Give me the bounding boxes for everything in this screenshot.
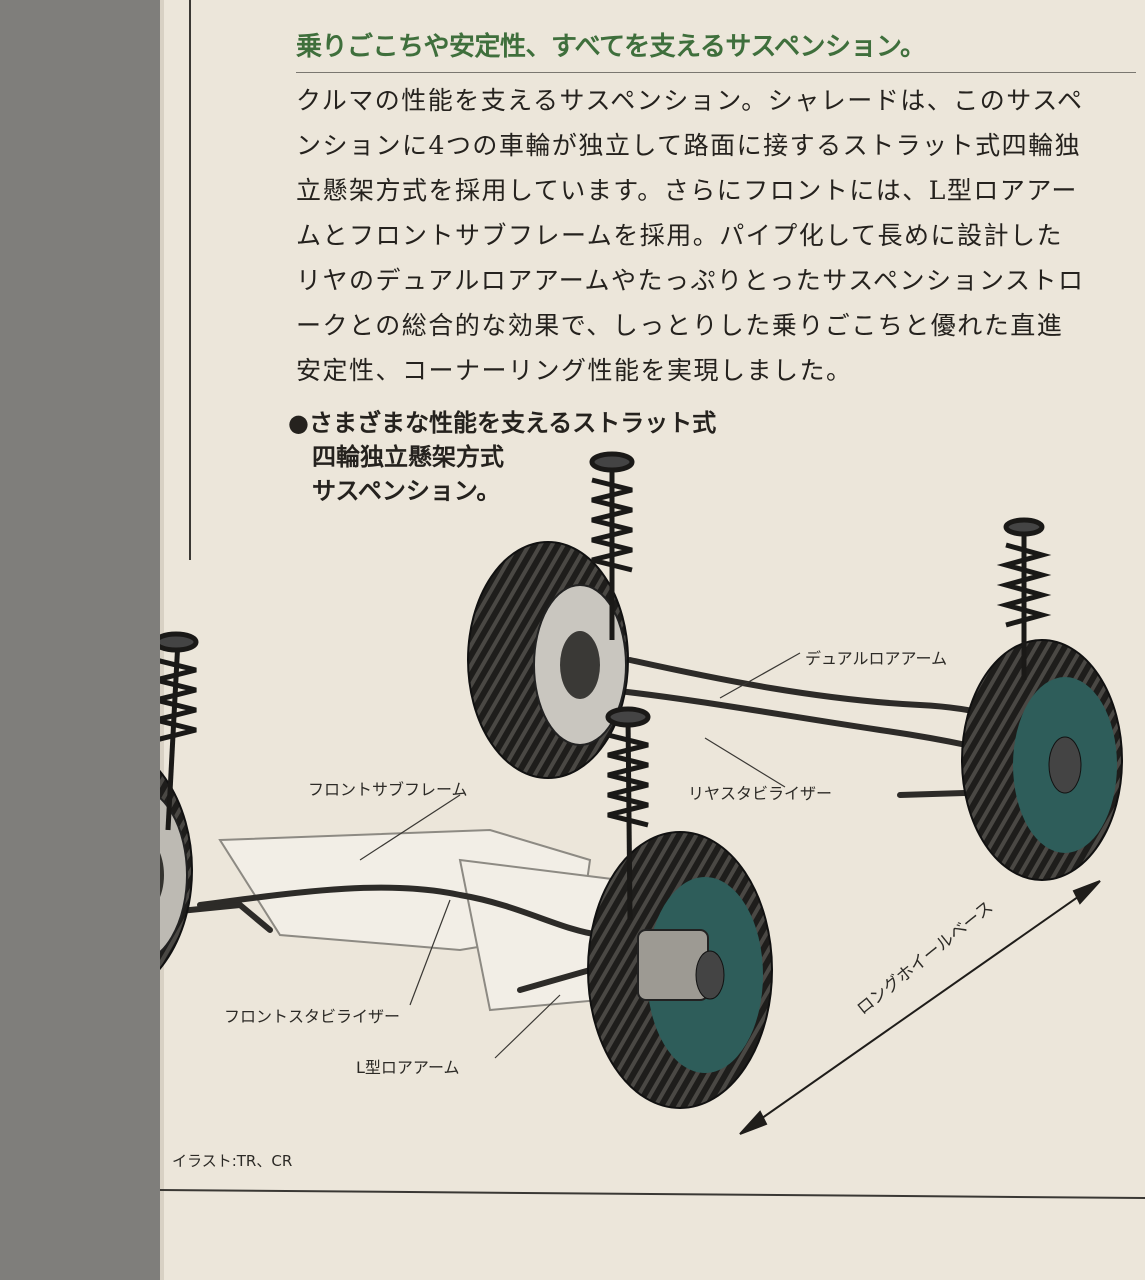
section-heading: 乗りごこちや安定性、すべてを支えるサスペンション。 bbox=[296, 32, 926, 62]
caption-line-2: 四輪独立懸架方式 bbox=[312, 443, 504, 471]
front-right-wheel bbox=[587, 831, 773, 1109]
leader-lines bbox=[359, 652, 801, 1059]
front-left-wheel bbox=[160, 769, 193, 971]
illustration-caption: ●さまざまな性能を支えるストラット式 四輪独立懸架方式 サスペンション。 bbox=[288, 406, 716, 508]
caption-line-3: サスペンション。 bbox=[312, 477, 501, 505]
wheelbase-arrow bbox=[739, 880, 1101, 1135]
frame-border-bottom bbox=[160, 1189, 1145, 1199]
suspension-illustration bbox=[160, 0, 1145, 1199]
heading-rule bbox=[296, 72, 1136, 73]
front-subframe bbox=[218, 828, 622, 1012]
label-front-subframe: フロントサブフレーム bbox=[308, 780, 468, 799]
caption-line-1: ●さまざまな性能を支えるストラット式 bbox=[288, 409, 717, 437]
rear-right-wheel bbox=[961, 639, 1123, 881]
label-dual-lower-arm: デュアルロアアーム bbox=[805, 649, 948, 668]
brochure-page: 乗りごこちや安定性、すべてを支えるサスペンション。 クルマの性能を支えるサスペン… bbox=[160, 0, 1145, 1280]
illustration-credit: イラスト:TR、CR bbox=[172, 1152, 293, 1170]
label-rear-stabilizer: リヤスタビライザー bbox=[688, 784, 833, 803]
rear-left-wheel bbox=[467, 541, 629, 779]
strut-springs bbox=[160, 451, 1052, 921]
body-paragraph: クルマの性能を支えるサスペンション。シャレードは、このサスペンションに4つの車輪… bbox=[296, 86, 1085, 385]
label-front-stabilizer: フロントスタビライザー bbox=[224, 1007, 401, 1026]
label-l-lower-arm: L型ロアアーム bbox=[356, 1058, 460, 1077]
